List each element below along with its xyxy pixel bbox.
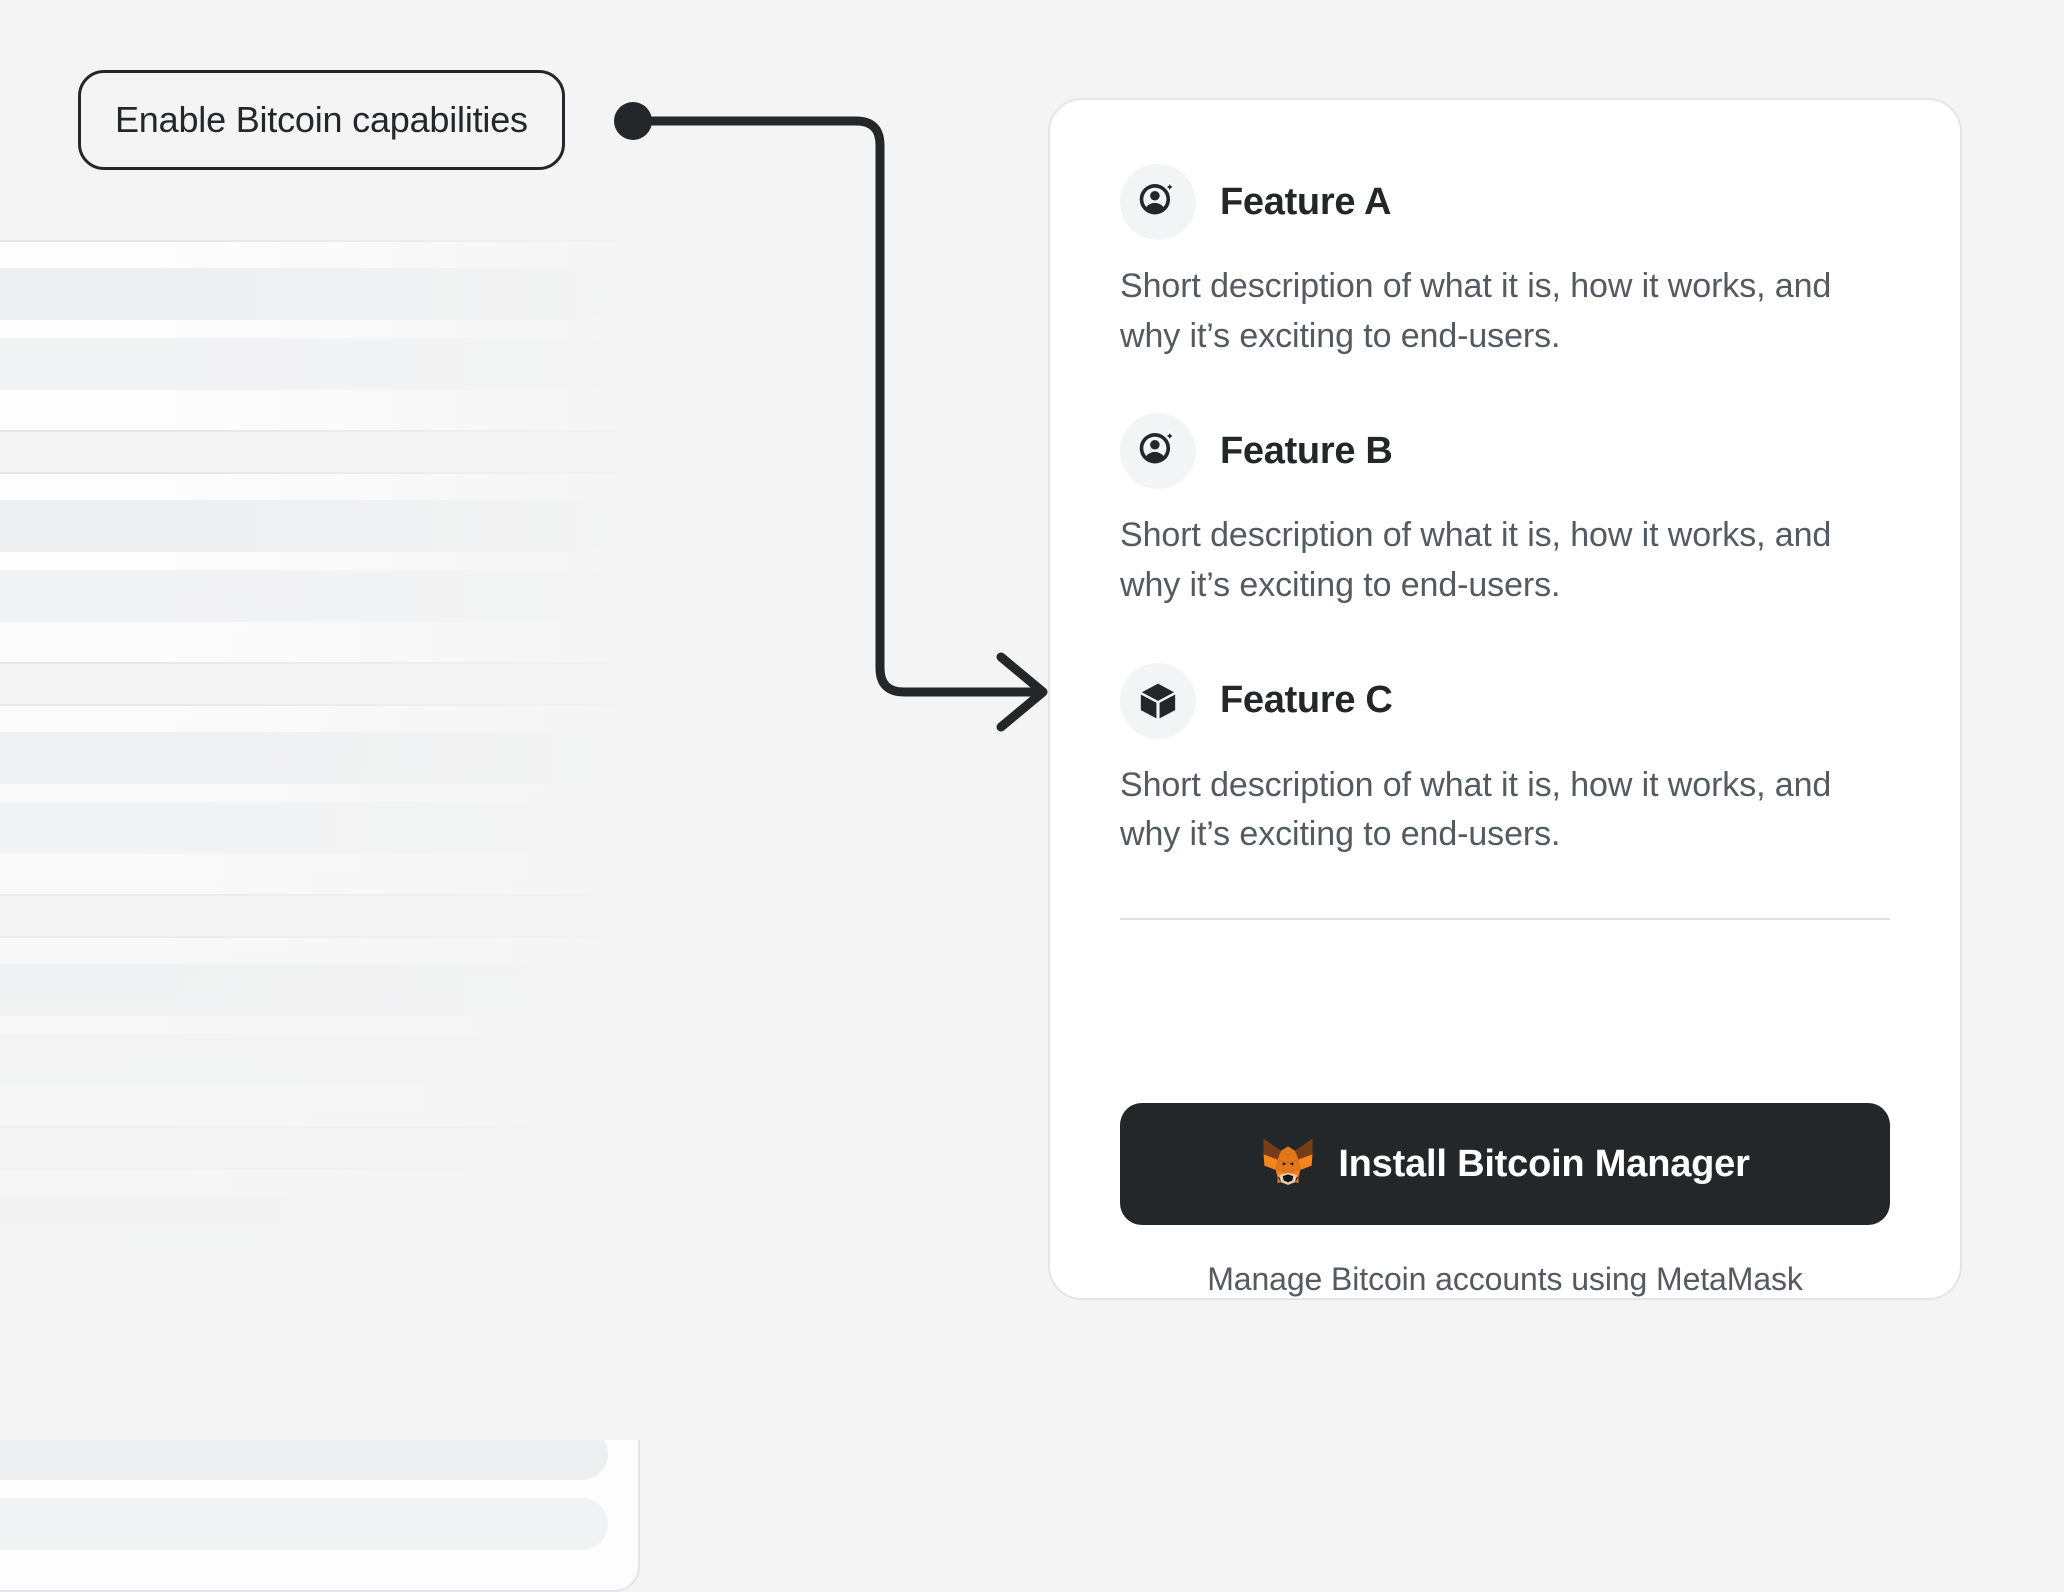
skeleton-bar bbox=[0, 1428, 608, 1480]
skeleton-bar bbox=[0, 1034, 608, 1086]
skeleton-bar bbox=[0, 1266, 608, 1318]
skeleton-bar bbox=[0, 1498, 608, 1550]
feature-card: Feature A Short description of what it i… bbox=[1048, 98, 1962, 1300]
list-item bbox=[0, 936, 640, 1128]
callout-label: Enable Bitcoin capabilities bbox=[115, 99, 528, 140]
feature-description: Short description of what it is, how it … bbox=[1120, 765, 1832, 854]
feature-description: Short description of what it is, how it … bbox=[1120, 516, 1832, 604]
feature-block-c: Feature C Short description of what it i… bbox=[1120, 662, 1890, 860]
skeleton-bar bbox=[0, 500, 608, 552]
skeleton-bar bbox=[0, 802, 608, 854]
feature-title: Feature A bbox=[1220, 180, 1392, 223]
feature-title: Feature B bbox=[1220, 429, 1393, 472]
feature-description: Short description of what it is, how it … bbox=[1120, 267, 1832, 355]
background-placeholder-list bbox=[0, 240, 640, 1592]
install-caption: Manage Bitcoin accounts using MetaMask bbox=[1207, 1261, 1803, 1297]
features-section: Feature A Short description of what it i… bbox=[1050, 100, 1960, 1039]
feature-heading: Feature B bbox=[1120, 413, 1890, 490]
divider bbox=[1120, 917, 1890, 920]
skeleton-bar bbox=[0, 268, 608, 320]
skeleton-bar bbox=[0, 732, 608, 784]
add-user-icon bbox=[1120, 164, 1196, 240]
list-item bbox=[0, 240, 640, 432]
install-button-label: Install Bitcoin Manager bbox=[1338, 1142, 1750, 1185]
cube-icon bbox=[1120, 662, 1196, 739]
feature-heading: Feature A bbox=[1120, 164, 1890, 240]
install-section: Install Bitcoin Manager Manage Bitcoin a… bbox=[1050, 1039, 1960, 1298]
feature-block-b: Feature B Short description of what it i… bbox=[1120, 413, 1890, 610]
skeleton-bar bbox=[0, 1196, 608, 1248]
metamask-fox-icon bbox=[1260, 1136, 1316, 1193]
skeleton-bar bbox=[0, 338, 608, 390]
skeleton-bar bbox=[0, 570, 608, 622]
add-user-icon bbox=[1120, 413, 1196, 490]
list-item bbox=[0, 472, 640, 664]
list-item bbox=[0, 1168, 640, 1360]
skeleton-bar bbox=[0, 964, 608, 1016]
list-item bbox=[0, 704, 640, 896]
connector-dot bbox=[614, 102, 652, 140]
feature-title: Feature C bbox=[1220, 679, 1393, 721]
list-item bbox=[0, 1400, 640, 1592]
feature-block-a: Feature A Short description of what it i… bbox=[1120, 164, 1890, 361]
install-bitcoin-manager-button[interactable]: Install Bitcoin Manager bbox=[1120, 1103, 1890, 1225]
callout-pill: Enable Bitcoin capabilities bbox=[78, 70, 565, 170]
feature-heading: Feature C bbox=[1120, 662, 1890, 739]
